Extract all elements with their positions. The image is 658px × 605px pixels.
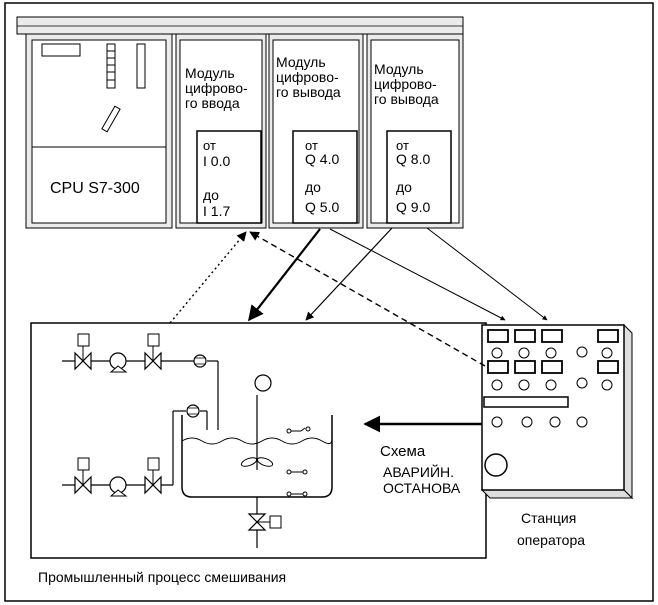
push-button-icon [491, 347, 503, 359]
valve-icon [74, 333, 92, 371]
push-button-icon [549, 416, 561, 428]
module-1-range-to: до [203, 187, 219, 203]
lower-feed-line [62, 404, 208, 497]
emergency-label-line-1: Схема [380, 443, 426, 460]
module-1-range-from: от [203, 138, 216, 153]
module-3-title-line-3: го вывода [374, 91, 439, 107]
push-button-icon [518, 347, 530, 359]
digital-output-module-2: Модуль цифрово- го вывода от Q 8.0 до Q … [366, 33, 464, 229]
module-2-range-from: от [305, 138, 318, 153]
push-button-icon [521, 416, 533, 428]
pump-icon [109, 476, 128, 497]
output-q4-to-station-arrow [329, 228, 506, 321]
module-3-range-start: Q 8.0 [396, 151, 430, 167]
module-2-address-box [292, 130, 358, 224]
module-3-range-from: от [396, 138, 409, 153]
module-2-range-end: Q 5.0 [305, 199, 339, 215]
operator-station-caption-line-1: Станция [521, 510, 576, 526]
mixing-tank [181, 374, 333, 548]
module-1-address-box [196, 130, 262, 224]
valve-icon [144, 333, 162, 371]
push-button-icon [518, 379, 530, 391]
flow-meter-icon [186, 404, 200, 418]
emergency-label-line-2: АВАРИЙН. [383, 463, 454, 480]
module-3-range-to: до [396, 179, 412, 195]
module-1-range-end: I 1.7 [203, 203, 230, 219]
module-1-title-line-3: го ввода [185, 95, 240, 111]
module-2-title-line-2: цифрово- [276, 69, 339, 85]
lamp-icon [541, 329, 563, 343]
push-button-icon [576, 377, 588, 389]
flow-meter-icon [193, 354, 207, 368]
push-button-icon [545, 347, 557, 359]
lamp-icon [597, 329, 619, 343]
output-q4-to-process-arrow [248, 228, 321, 322]
pump-icon [109, 352, 128, 373]
push-button-icon [601, 347, 613, 359]
mixing-process [30, 322, 487, 559]
operator-station-caption-line-2: оператора [517, 532, 585, 548]
module-2-range-start: Q 4.0 [305, 151, 339, 167]
push-button-icon [576, 346, 588, 358]
push-button-icon [491, 416, 503, 428]
mixer-icon [240, 457, 274, 467]
module-3-address-box [386, 130, 452, 224]
digital-output-module-1: Модуль цифрово- го вывода от Q 4.0 до Q … [268, 33, 364, 229]
module-3-title-line-1: Модуль [374, 61, 424, 77]
lamp-icon [514, 360, 536, 374]
operator-station [480, 323, 634, 500]
digital-input-module: Модуль цифрово- го ввода от I 0.0 до I 1… [175, 33, 267, 229]
level-sensor-icon [254, 374, 272, 392]
signal-arrows [169, 227, 548, 433]
lamp-icon [487, 360, 509, 374]
process-caption: Промышленный процесс смешивания [38, 569, 286, 585]
module-3-range-end: Q 9.0 [396, 199, 430, 215]
valve-icon [144, 457, 162, 495]
lamp-icon [514, 329, 536, 343]
emergency-stop-button[interactable] [484, 453, 508, 477]
module-3-title-line-2: цифрово- [374, 76, 437, 92]
display-panel [483, 396, 569, 408]
output-q8-to-process-arrow [305, 227, 393, 321]
output-q8-to-station-arrow [426, 227, 548, 321]
push-button-icon [601, 379, 613, 391]
valve-icon [247, 513, 282, 531]
level-switch-icons [286, 426, 311, 497]
module-2-title-line-3: го вывода [276, 84, 341, 100]
lamp-icon [487, 329, 509, 343]
cpu-label: CPU S7-300 [50, 180, 140, 197]
module-1-title-line-2: цифрово- [185, 80, 248, 96]
push-button-icon [545, 379, 557, 391]
lamp-icon [597, 360, 619, 374]
module-1-range-start: I 0.0 [203, 153, 230, 169]
emergency-label-line-3: ОСТАНОВА [383, 480, 461, 496]
upper-feed-line [62, 333, 219, 430]
push-button-icon [491, 379, 503, 391]
module-2-range-to: до [305, 179, 321, 195]
plc-rack [16, 16, 464, 35]
push-button-icon [576, 416, 588, 428]
operator-input-arrow [249, 231, 486, 367]
valve-icon [74, 457, 92, 495]
module-1-title-line-1: Модуль [185, 65, 235, 81]
module-2-title-line-1: Модуль [276, 54, 326, 70]
lamp-icon [541, 360, 563, 374]
cpu-module: CPU S7-300 [25, 33, 173, 229]
